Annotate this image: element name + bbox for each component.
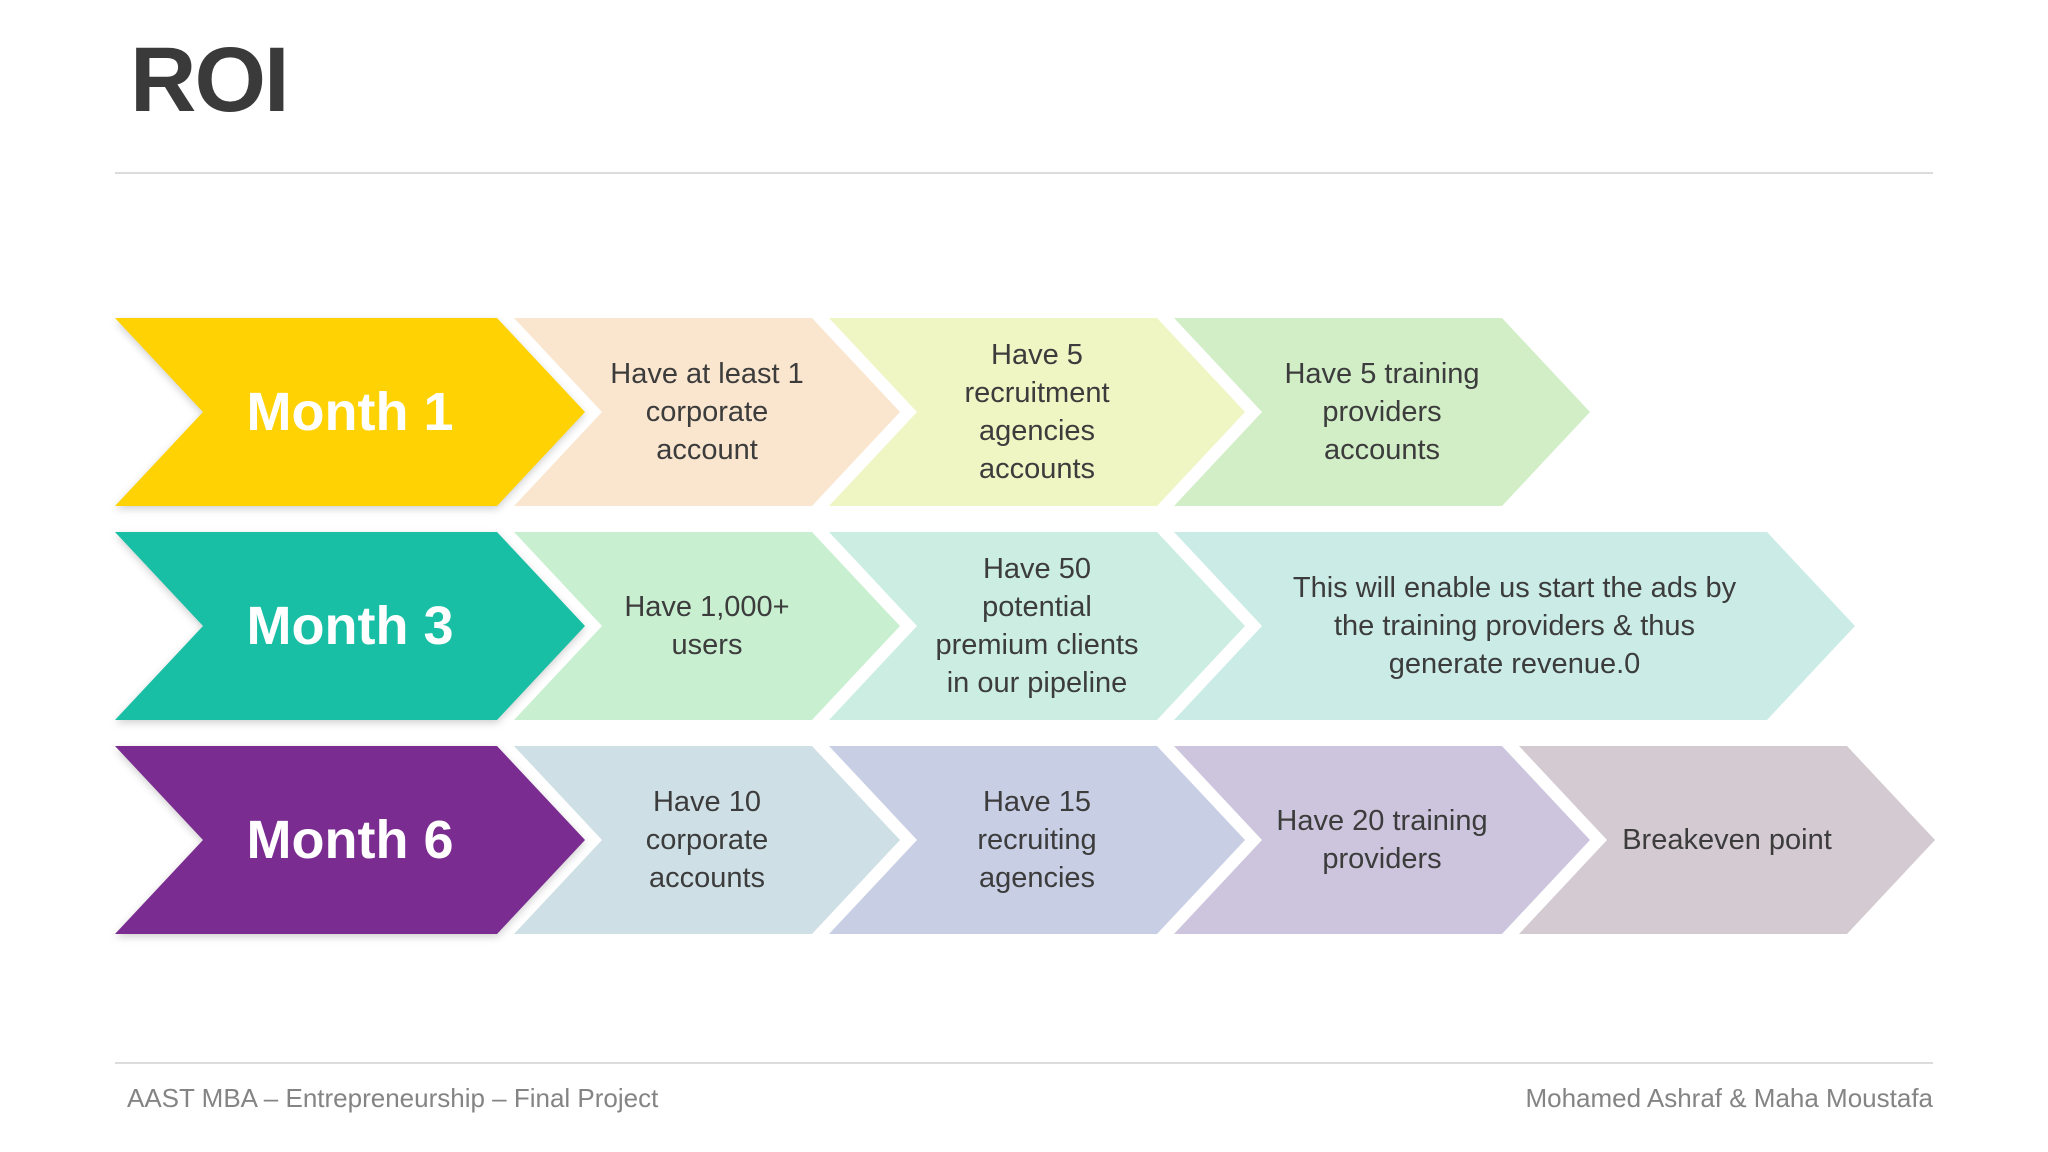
chevron-m3-step-3: This will enable us start the ads by the…	[1174, 532, 1855, 720]
chevron-m6-step-1-shape: Have 10 corporate accounts	[514, 746, 900, 934]
chevron-m6-step-1: Have 10 corporate accounts	[514, 746, 900, 934]
footer-divider	[115, 1062, 1933, 1064]
chevron-month-6: Month 6	[115, 746, 585, 934]
chevron-m3-step-3-shape: This will enable us start the ads by the…	[1174, 532, 1855, 720]
chevron-m3-step-1: Have 1,000+ users	[514, 532, 900, 720]
chevron-m6-step-2: Have 15 recruiting agencies	[829, 746, 1245, 934]
chevron-m6-step-4-shape: Breakeven point	[1519, 746, 1935, 934]
month-3-label: Month 3	[246, 596, 454, 656]
chevron-month-1: Month 1	[115, 318, 585, 506]
m1-step-1-text: Have at least 1 corporate account	[610, 358, 804, 466]
chevron-m1-step-3-shape: Have 5 training providers accounts	[1174, 318, 1590, 506]
m6-step-4-text: Breakeven point	[1622, 824, 1832, 856]
m6-step-1-text: Have 10 corporate accounts	[645, 786, 769, 894]
m1-step-2-text: Have 5 recruitment agencies accounts	[964, 339, 1110, 485]
chevron-m1-step-2: Have 5 recruitment agencies accounts	[829, 318, 1245, 506]
m3-step-2-text: Have 50 potential premium clients in our…	[935, 553, 1139, 699]
title-divider	[115, 172, 1933, 174]
chevron-m3-step-1-shape: Have 1,000+ users	[514, 532, 900, 720]
month-6-label: Month 6	[246, 810, 454, 870]
m3-step-1-text: Have 1,000+ users	[624, 591, 790, 661]
footer-course-label: AAST MBA – Entrepreneurship – Final Proj…	[127, 1083, 659, 1113]
month-1-label: Month 1	[246, 382, 454, 442]
m6-step-3-text: Have 20 training providers	[1276, 805, 1488, 875]
page-title: ROI	[130, 29, 290, 131]
chevron-m1-step-1: Have at least 1 corporate account	[514, 318, 900, 506]
chevron-m6-step-3: Have 20 training providers	[1174, 746, 1590, 934]
footer-authors-label: Mohamed Ashraf & Maha Moustafa	[1525, 1083, 1933, 1113]
m6-step-2-text: Have 15 recruiting agencies	[977, 786, 1097, 894]
chevron-month-3: Month 3	[115, 532, 585, 720]
chevron-m6-step-4: Breakeven point	[1519, 746, 1935, 934]
chevron-m1-step-3: Have 5 training providers accounts	[1174, 318, 1590, 506]
m3-step-3-text: This will enable us start the ads by the…	[1292, 572, 1737, 680]
chevron-m3-step-2: Have 50 potential premium clients in our…	[829, 532, 1245, 720]
m1-step-3-text: Have 5 training providers accounts	[1284, 358, 1480, 466]
